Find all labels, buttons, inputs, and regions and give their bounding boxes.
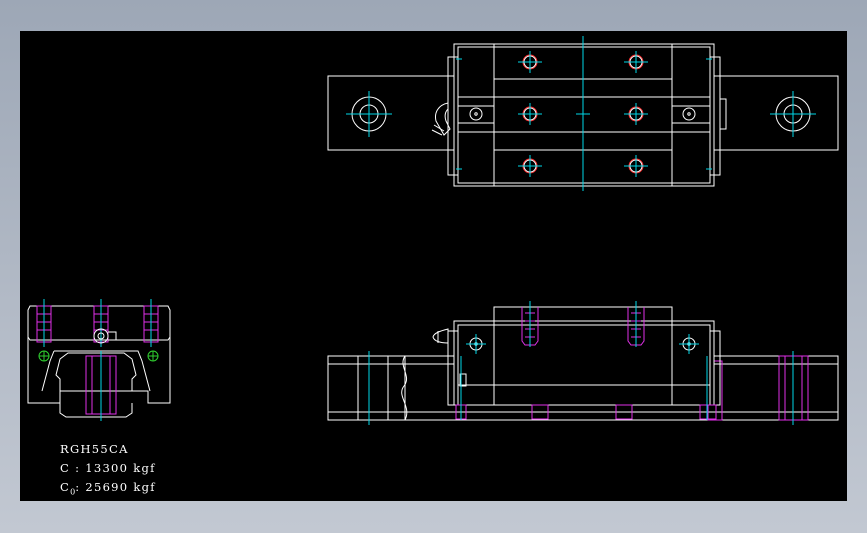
static-load-label: C (60, 480, 71, 494)
side-view (327, 301, 839, 425)
cad-drawing (27, 36, 839, 425)
end-view (27, 299, 171, 421)
rail-bolts-hidden (707, 351, 809, 425)
end-view-bolts (36, 299, 159, 421)
top-view-block (453, 43, 715, 187)
cad-drawing-canvas: RGH55CA C : 13300 kgf C0: 25690 kgf (20, 31, 847, 501)
static-load-rating: C0: 25690 kgf (60, 480, 156, 496)
block-mounting-holes (518, 51, 648, 177)
static-load-subscript: 0 (70, 487, 76, 497)
top-view (327, 36, 839, 191)
static-load-value: : 25690 kgf (75, 480, 156, 494)
end-view-nipples (38, 350, 159, 362)
dynamic-load-rating: C : 13300 kgf (60, 461, 156, 475)
model-label: RGH55CA (60, 442, 129, 456)
dynamic-load-label: C (60, 461, 71, 475)
dynamic-load-value: : 13300 kgf (75, 461, 156, 475)
grease-nipple-side (432, 328, 449, 344)
side-view-block (453, 320, 715, 406)
grease-nipple-top (431, 102, 451, 136)
rail-hole-right (770, 91, 816, 137)
rail-hole-left (346, 91, 392, 137)
end-view-block (27, 305, 171, 341)
block-bolts-hidden (455, 301, 717, 420)
end-view-rail (55, 352, 137, 418)
